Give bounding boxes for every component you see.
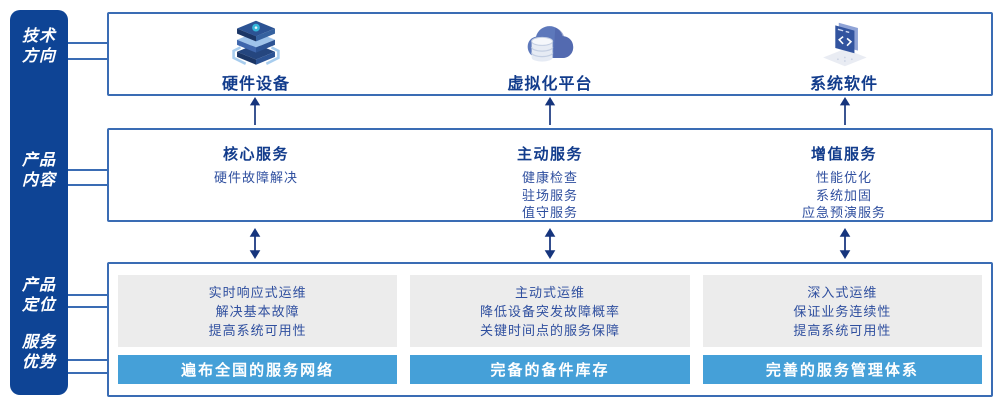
connector-line bbox=[68, 42, 107, 44]
server-stack-icon bbox=[228, 19, 284, 69]
product-content-box: 核心服务 硬件故障解决 主动服务 健康检查 驻场服务 值守服务 增值服务 性能优… bbox=[107, 128, 993, 222]
sidebar-label-product-positioning: 产品 定位 bbox=[10, 276, 68, 316]
advantage-bar: 完善的服务管理体系 bbox=[702, 355, 982, 384]
positioning-line: 主动式运维 bbox=[514, 284, 585, 300]
up-arrows-row bbox=[107, 96, 993, 126]
sidebar-label-line: 定位 bbox=[21, 297, 56, 314]
service-item-list: 硬件故障解决 bbox=[109, 169, 403, 187]
service-item: 应急预演服务 bbox=[801, 205, 886, 220]
positioning-panel: 实时响应式运维 解决基本故障 提高系统可用性 bbox=[118, 275, 398, 347]
tech-item-label: 硬件设备 bbox=[221, 76, 290, 93]
tech-direction-box: 硬件设备 虚拟化平台 bbox=[107, 12, 993, 96]
positioning-column-deep: 深入式运维 保证业务连续性 提高系统可用性 完善的服务管理体系 bbox=[702, 275, 982, 384]
sidebar-label-line: 产品 bbox=[21, 277, 56, 294]
service-item: 驻场服务 bbox=[521, 187, 578, 203]
tech-item-label: 虚拟化平台 bbox=[507, 76, 593, 93]
connector-line bbox=[68, 294, 107, 296]
service-item: 系统加固 bbox=[815, 187, 872, 203]
positioning-line: 深入式运维 bbox=[807, 284, 878, 300]
sidebar-label-service-advantage: 服务 优势 bbox=[10, 333, 68, 373]
service-item-list: 性能优化 系统加固 应急预演服务 bbox=[697, 169, 991, 222]
service-item-list: 健康检查 驻场服务 值守服务 bbox=[403, 169, 697, 222]
sidebar: 技术 方向 产品 内容 产品 定位 服务 优势 bbox=[10, 10, 68, 395]
sidebar-label-line: 优势 bbox=[21, 354, 56, 371]
service-column-value-added: 增值服务 性能优化 系统加固 应急预演服务 bbox=[697, 130, 991, 220]
positioning-line: 实时响应式运维 bbox=[208, 284, 307, 300]
sidebar-label-line: 方向 bbox=[21, 48, 56, 65]
sidebar-label-line: 产品 bbox=[21, 152, 56, 169]
tech-item-label: 系统软件 bbox=[809, 76, 878, 93]
positioning-line: 提高系统可用性 bbox=[793, 322, 892, 338]
service-column-proactive: 主动服务 健康检查 驻场服务 值守服务 bbox=[403, 130, 697, 220]
service-item: 性能优化 bbox=[815, 170, 872, 185]
connector-line bbox=[68, 306, 107, 308]
service-column-core: 核心服务 硬件故障解决 bbox=[109, 130, 403, 220]
positioning-advantage-box: 实时响应式运维 解决基本故障 提高系统可用性 遍布全国的服务网络 主动式运维 降… bbox=[107, 262, 993, 397]
sidebar-label-line: 服务 bbox=[21, 334, 56, 351]
positioning-line: 解决基本故障 bbox=[215, 303, 300, 319]
connector-line bbox=[68, 372, 107, 374]
advantage-bar: 完备的备件库存 bbox=[410, 355, 690, 384]
positioning-panel: 深入式运维 保证业务连续性 提高系统可用性 bbox=[702, 275, 982, 347]
service-heading: 核心服务 bbox=[222, 146, 289, 163]
sidebar-label-line: 技术 bbox=[21, 28, 56, 45]
double-arrow-icon bbox=[698, 227, 993, 260]
service-item: 硬件故障解决 bbox=[213, 170, 298, 185]
connector-line bbox=[68, 169, 107, 171]
tech-item-system-software: 系统软件 bbox=[697, 14, 991, 94]
positioning-line: 降低设备突发故障概率 bbox=[479, 303, 620, 319]
up-arrow-icon bbox=[402, 96, 697, 126]
tech-item-virtualization: 虚拟化平台 bbox=[403, 14, 697, 94]
double-arrow-icon bbox=[107, 227, 402, 260]
sidebar-label-product-content: 产品 内容 bbox=[10, 151, 68, 191]
service-item: 健康检查 bbox=[521, 170, 578, 185]
service-item: 值守服务 bbox=[521, 205, 578, 220]
advantage-bar: 遍布全国的服务网络 bbox=[118, 355, 398, 384]
positioning-column-realtime: 实时响应式运维 解决基本故障 提高系统可用性 遍布全国的服务网络 bbox=[118, 275, 398, 384]
positioning-column-proactive: 主动式运维 降低设备突发故障概率 关键时间点的服务保障 完备的备件库存 bbox=[410, 275, 690, 384]
tech-item-hardware: 硬件设备 bbox=[109, 14, 403, 94]
service-heading: 主动服务 bbox=[516, 146, 583, 163]
positioning-panel: 主动式运维 降低设备突发故障概率 关键时间点的服务保障 bbox=[410, 275, 690, 347]
software-window-icon bbox=[816, 19, 872, 69]
cloud-database-icon bbox=[522, 19, 578, 69]
service-heading: 增值服务 bbox=[810, 146, 877, 163]
up-arrow-icon bbox=[107, 96, 402, 126]
double-arrow-icon bbox=[402, 227, 697, 260]
sidebar-label-tech-direction: 技术 方向 bbox=[10, 27, 68, 67]
positioning-line: 保证业务连续性 bbox=[793, 303, 892, 319]
up-arrow-icon bbox=[698, 96, 993, 126]
double-arrows-row bbox=[107, 227, 993, 260]
positioning-line: 关键时间点的服务保障 bbox=[479, 322, 620, 338]
sidebar-label-line: 内容 bbox=[21, 172, 56, 189]
connector-line bbox=[68, 58, 107, 60]
connector-line bbox=[68, 359, 107, 361]
positioning-line: 提高系统可用性 bbox=[208, 322, 307, 338]
connector-line bbox=[68, 184, 107, 186]
